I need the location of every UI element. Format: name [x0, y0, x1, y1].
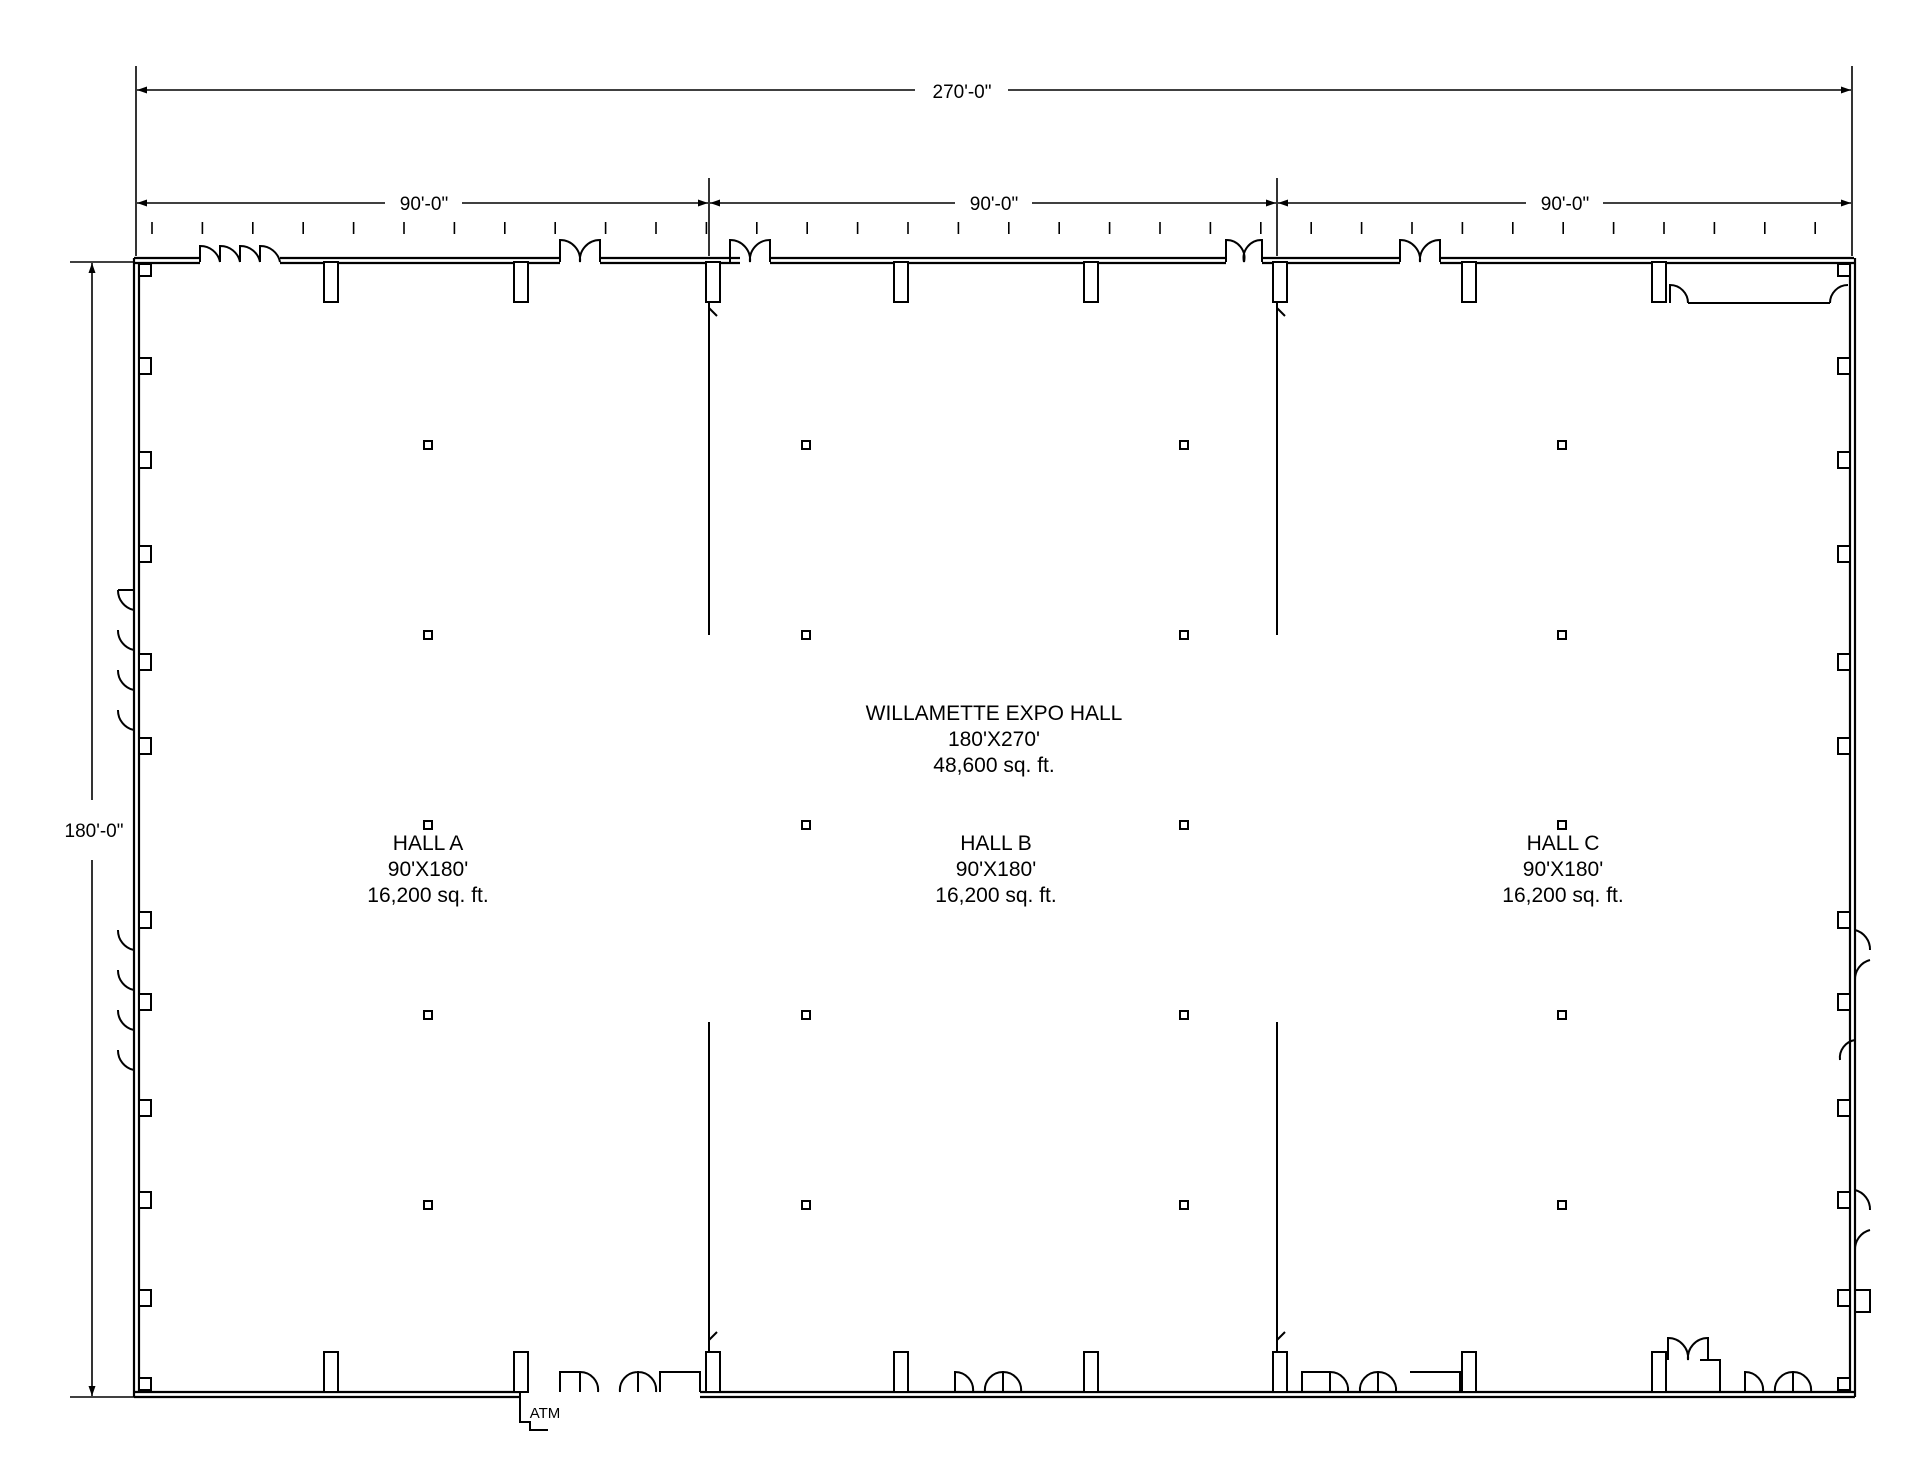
- column-marker: [423, 630, 433, 640]
- wall-pilaster: [1837, 1191, 1851, 1209]
- wall-pilaster: [513, 261, 529, 303]
- bay-a-width-label: 90'-0": [400, 194, 448, 215]
- overall-width-label: 270'-0": [933, 82, 992, 103]
- wall-pilaster: [1837, 357, 1851, 375]
- hall-b-name: HALL B: [960, 832, 1032, 855]
- dimension-ticks: [151, 222, 1816, 234]
- column-marker: [1557, 1010, 1567, 1020]
- hall-b-area: 16,200 sq. ft.: [935, 884, 1056, 907]
- column-marker: [801, 1200, 811, 1210]
- column-marker: [423, 1010, 433, 1020]
- column-marker: [1179, 1010, 1189, 1020]
- column-marker: [1179, 820, 1189, 830]
- column-marker: [423, 1200, 433, 1210]
- bay-c-width-label: 90'-0": [1541, 194, 1589, 215]
- column-marker: [801, 820, 811, 830]
- column-marker: [1179, 440, 1189, 450]
- column-marker: [801, 1010, 811, 1020]
- column-marker: [423, 440, 433, 450]
- hall-c-size: 90'X180': [1523, 858, 1603, 881]
- main-hall-name: WILLAMETTE EXPO HALL: [866, 702, 1123, 725]
- wall-pilaster: [893, 1351, 909, 1393]
- corner-pilaster: [138, 1377, 152, 1391]
- wall-pilaster: [1837, 737, 1851, 755]
- wall-pilaster: [1837, 1289, 1851, 1307]
- wall-pilaster: [138, 653, 152, 671]
- hall-c-area: 16,200 sq. ft.: [1502, 884, 1623, 907]
- hall-a-size: 90'X180': [388, 858, 468, 881]
- wall-pilaster: [1461, 1351, 1477, 1393]
- hall-a-area: 16,200 sq. ft.: [367, 884, 488, 907]
- wall-pilaster: [1837, 653, 1851, 671]
- wall-pilaster: [1837, 911, 1851, 929]
- wall-pilaster: [1272, 1351, 1288, 1393]
- vestibules: [519, 302, 1871, 1431]
- wall-pilaster: [705, 1351, 721, 1393]
- wall-pilaster: [1651, 1351, 1667, 1393]
- column-marker: [801, 630, 811, 640]
- wall-pilaster: [1837, 545, 1851, 563]
- wall-pilaster: [1837, 993, 1851, 1011]
- wall-pilaster: [1837, 451, 1851, 469]
- interior-columns: [423, 440, 1567, 1210]
- column-marker: [423, 820, 433, 830]
- wall-pilasters: [138, 261, 1851, 1393]
- wall-pilaster: [1837, 1099, 1851, 1117]
- wall-pilaster: [323, 1351, 339, 1393]
- column-marker: [1557, 820, 1567, 830]
- column-marker: [1179, 1200, 1189, 1210]
- wall-pilaster: [1083, 1351, 1099, 1393]
- main-hall-size: 180'X270': [948, 728, 1040, 751]
- corner-pilaster: [1837, 1377, 1851, 1391]
- atm-label: ATM: [530, 1405, 561, 1422]
- wall-pilaster: [138, 357, 152, 375]
- column-marker: [1557, 1200, 1567, 1210]
- wall-pilaster: [138, 993, 152, 1011]
- wall-pilaster: [138, 1289, 152, 1307]
- wall-pilaster: [138, 1099, 152, 1117]
- column-marker: [1179, 630, 1189, 640]
- overall-depth-label: 180'-0": [65, 821, 124, 842]
- wall-pilaster: [1461, 261, 1477, 303]
- wall-pilaster: [138, 737, 152, 755]
- wall-pilaster: [138, 911, 152, 929]
- exterior-walls: [132, 256, 1857, 1399]
- wall-pilaster: [1083, 261, 1099, 303]
- column-marker: [801, 440, 811, 450]
- wall-pilaster: [513, 1351, 529, 1393]
- wall-pilaster: [705, 261, 721, 303]
- wall-pilaster: [138, 451, 152, 469]
- wall-pilaster: [1272, 261, 1288, 303]
- dimension-lines: [70, 66, 1853, 1398]
- wall-pilaster: [323, 261, 339, 303]
- hall-c-name: HALL C: [1527, 832, 1600, 855]
- hall-b-size: 90'X180': [956, 858, 1036, 881]
- main-hall-area: 48,600 sq. ft.: [933, 754, 1054, 777]
- hall-partitions: [708, 262, 1286, 1392]
- wall-pilaster: [1651, 261, 1667, 303]
- column-marker: [1557, 630, 1567, 640]
- wall-pilaster: [138, 545, 152, 563]
- hall-a-name: HALL A: [393, 832, 463, 855]
- corner-pilaster: [1837, 263, 1851, 277]
- corner-pilaster: [138, 263, 152, 277]
- bay-b-width-label: 90'-0": [970, 194, 1018, 215]
- door-swings: [116, 238, 1872, 1393]
- wall-pilaster: [893, 261, 909, 303]
- column-marker: [1557, 440, 1567, 450]
- wall-pilaster: [138, 1191, 152, 1209]
